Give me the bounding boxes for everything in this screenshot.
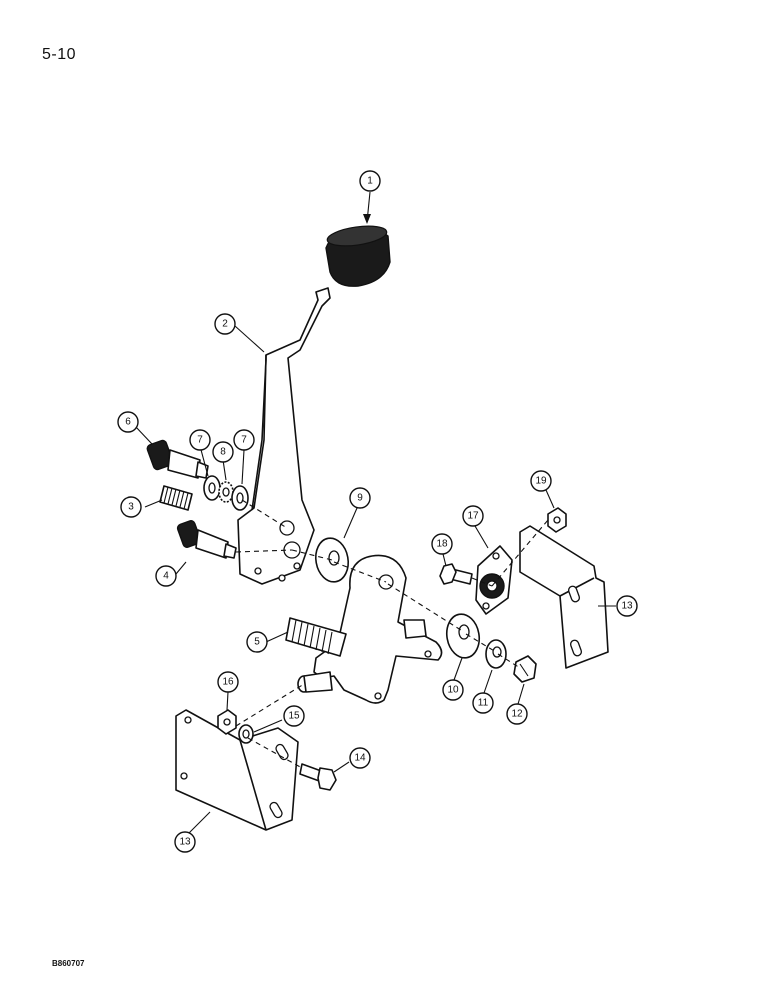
callout-10: 10 bbox=[442, 679, 464, 701]
part-pedal-lever bbox=[237, 287, 331, 585]
svg-text:15: 15 bbox=[288, 711, 300, 722]
callout-14: 14 bbox=[349, 747, 371, 769]
svg-text:6: 6 bbox=[125, 417, 131, 428]
callout-7a: 7 bbox=[189, 429, 211, 451]
svg-text:17: 17 bbox=[467, 511, 479, 522]
part-nut-12 bbox=[513, 655, 537, 683]
callout-1: 1 bbox=[359, 170, 381, 192]
svg-text:5: 5 bbox=[254, 637, 260, 648]
callout-18: 18 bbox=[431, 533, 453, 555]
svg-text:13: 13 bbox=[621, 601, 633, 612]
callout-7b: 7 bbox=[233, 429, 255, 451]
svg-text:1: 1 bbox=[367, 176, 373, 187]
part-nut-19 bbox=[547, 507, 567, 533]
svg-text:4: 4 bbox=[163, 571, 169, 582]
svg-text:16: 16 bbox=[222, 677, 234, 688]
svg-text:7: 7 bbox=[241, 435, 247, 446]
part-flange-bearing-17 bbox=[475, 545, 513, 615]
svg-text:7: 7 bbox=[197, 435, 203, 446]
part-washer-15 bbox=[238, 724, 254, 744]
callout-12: 12 bbox=[506, 703, 528, 725]
callout-16: 16 bbox=[217, 671, 239, 693]
part-washer-10 bbox=[445, 613, 481, 659]
svg-text:11: 11 bbox=[478, 698, 489, 709]
part-knob bbox=[325, 225, 391, 287]
part-washer-9 bbox=[314, 537, 350, 583]
part-shoulder-bolt-4 bbox=[176, 520, 237, 559]
callout-9: 9 bbox=[349, 487, 371, 509]
part-bolt-14 bbox=[299, 763, 337, 791]
svg-text:9: 9 bbox=[357, 493, 363, 504]
part-washer-11 bbox=[485, 639, 507, 669]
page-number: 5-10 bbox=[42, 46, 77, 63]
callout-19: 19 bbox=[530, 470, 552, 492]
callout-13-right: 13 bbox=[616, 595, 638, 617]
leader-lines bbox=[134, 191, 616, 835]
assembly-centerlines bbox=[235, 499, 549, 769]
part-nut-16 bbox=[217, 709, 237, 735]
callout-5: 5 bbox=[246, 631, 268, 653]
svg-text:14: 14 bbox=[354, 753, 366, 764]
part-bolt-18 bbox=[439, 563, 473, 585]
callout-11: 11 bbox=[472, 692, 494, 714]
callout-17: 17 bbox=[462, 505, 484, 527]
svg-text:19: 19 bbox=[535, 476, 547, 487]
callout-15: 15 bbox=[283, 705, 305, 727]
part-bracket-13-left bbox=[175, 709, 299, 831]
drawing-code: B860707 bbox=[52, 959, 85, 968]
svg-text:12: 12 bbox=[511, 709, 523, 720]
svg-text:18: 18 bbox=[436, 539, 448, 550]
svg-text:3: 3 bbox=[128, 502, 134, 513]
part-washers-7-8 bbox=[203, 475, 249, 511]
part-threaded-stud-3 bbox=[159, 485, 193, 511]
svg-text:13: 13 bbox=[179, 837, 191, 848]
svg-text:2: 2 bbox=[222, 319, 228, 330]
callout-8: 8 bbox=[212, 441, 234, 463]
callout-3: 3 bbox=[120, 496, 142, 518]
part-shoulder-bolt-6 bbox=[146, 439, 209, 479]
callout-6: 6 bbox=[117, 411, 139, 433]
callout-13-left: 13 bbox=[174, 831, 196, 853]
svg-text:10: 10 bbox=[447, 685, 459, 696]
callout-4: 4 bbox=[155, 565, 177, 587]
part-pivot-bracket-5 bbox=[285, 554, 443, 704]
svg-text:8: 8 bbox=[220, 447, 226, 458]
part-bracket-13-right bbox=[519, 525, 609, 669]
callout-2: 2 bbox=[214, 313, 236, 335]
